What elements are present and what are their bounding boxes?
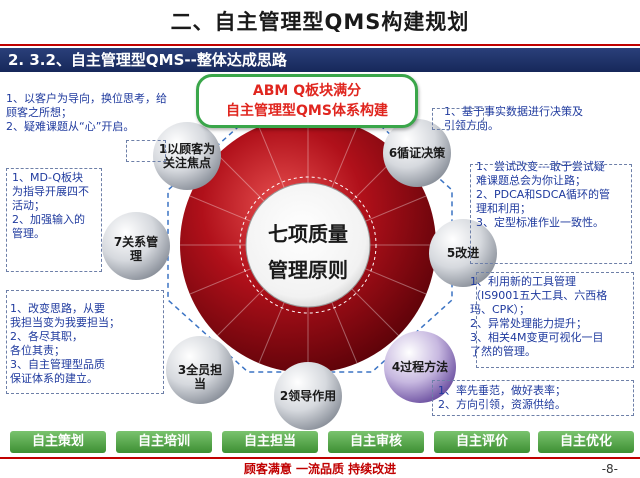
banner-line-2: 自主管理型QMS体系构建: [226, 103, 388, 119]
title-divider: [0, 44, 640, 46]
ball-2: [274, 362, 342, 430]
center-dashed-ring: [239, 176, 377, 314]
note-7-frame: [6, 168, 102, 272]
note-1-connector: [126, 140, 166, 162]
page-title: 二、自主管理型QMS构建规划: [170, 10, 470, 34]
ball-3: [166, 336, 234, 404]
footer-slogan: 顾客满意 一流品质 持续改进: [243, 462, 397, 476]
ball-6: [383, 119, 451, 187]
btn-train[interactable]: 自主培训: [116, 431, 212, 453]
note-7: 1、MD-Q板块 为指导开展四不 活动； 2、加强输入的 管理。: [12, 171, 89, 240]
principle-1-label: 1以顾客为关注焦点: [158, 142, 216, 170]
principle-6-label: 6循证决策: [388, 146, 446, 160]
section-heading: 2. 3.2、自主管理型QMS--整体达成思路: [0, 48, 640, 72]
banner: ABM Q板块满分 自主管理型QMS体系构建: [196, 74, 418, 128]
principle-4-label: 4过程方法: [391, 360, 449, 374]
btn-evaluate[interactable]: 自主评价: [434, 431, 530, 453]
note-6-connector: [432, 108, 484, 130]
note-5: 1、尝试改变---敢于尝试疑 难课题总会为你让路； 2、PDCA和SDCA循环的…: [476, 160, 610, 229]
btn-optimize[interactable]: 自主优化: [538, 431, 634, 453]
note-3-frame: [6, 290, 164, 394]
btn-plan[interactable]: 自主策划: [10, 431, 106, 453]
ball-4: [384, 331, 456, 403]
note-3: 1、改变思路，从要 我担当变为我要担当； 2、各尽其职， 各位其责； 3、自主管…: [10, 302, 120, 385]
note-1: 1、以客户为导向，换位思考，给顾客之所想； 2、疑难课题从“心”开启。: [6, 92, 167, 133]
center-circle: [245, 182, 371, 308]
page-number: -8-: [601, 462, 618, 476]
ball-5: [429, 219, 497, 287]
principle-2-label: 2领导作用: [279, 389, 337, 403]
ball-7: [102, 212, 170, 280]
note-4: 1、利用新的工具管理 （IS9001五大工具、六西格 玛、CPK）； 2、异常处…: [470, 275, 608, 358]
note-4-frame: [476, 272, 634, 368]
banner-line-1: ABM Q板块满分: [252, 83, 362, 99]
footer-divider: [0, 457, 640, 459]
note-2-frame: [432, 380, 634, 416]
btn-audit[interactable]: 自主审核: [328, 431, 424, 453]
center-line-1: 七项质量: [268, 222, 348, 246]
principle-3-label: 3全员担当: [177, 363, 223, 391]
action-row: 自主策划 自主培训 自主担当 自主审核 自主评价 自主优化: [10, 431, 634, 453]
center-line-2: 管理原则: [268, 258, 348, 282]
principle-5-label: 5改进: [446, 246, 480, 260]
ball-1: [153, 122, 221, 190]
principle-7-label: 7关系管理: [113, 235, 159, 263]
btn-own[interactable]: 自主担当: [222, 431, 318, 453]
note-5-frame: [470, 164, 632, 264]
note-2: 1、率先垂范，做好表率； 2、方向引领，资源供给。: [438, 384, 566, 411]
